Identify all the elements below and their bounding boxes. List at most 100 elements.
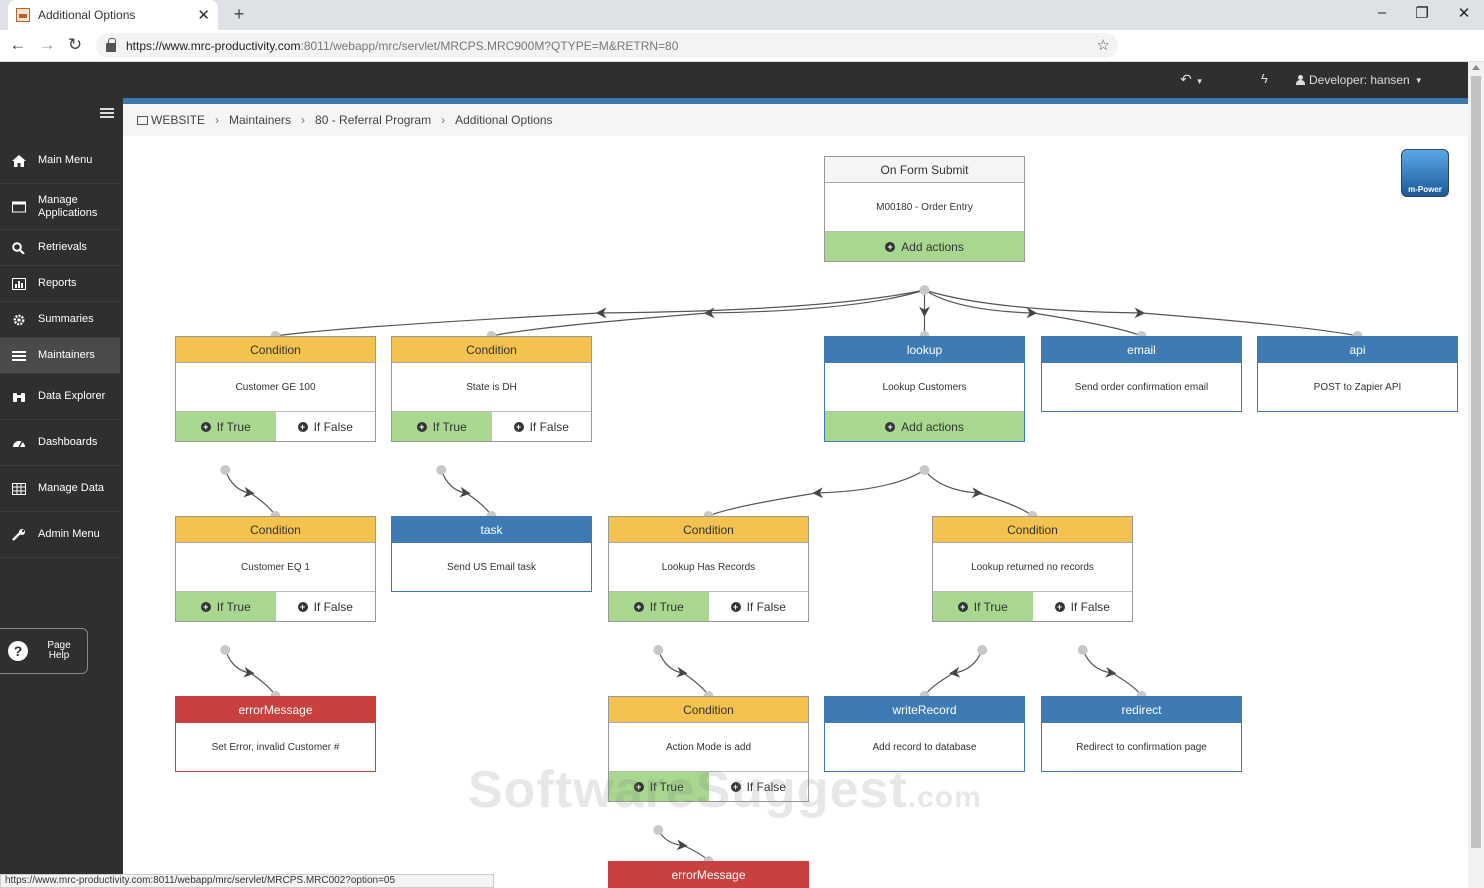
- output-port-dot[interactable]: [653, 825, 664, 835]
- node-err2[interactable]: errorMessage: [608, 861, 809, 888]
- sidebar-item-retrievals[interactable]: Retrievals: [0, 230, 120, 266]
- if-true-label: If True: [432, 419, 467, 434]
- if-true-button[interactable]: +If True: [176, 412, 276, 441]
- sidebar-item-label: Retrievals: [38, 241, 87, 253]
- list-icon: [12, 350, 26, 361]
- edge-tail-start-c2: [491, 312, 709, 337]
- output-port-dot[interactable]: [1077, 645, 1088, 655]
- if-true-label: If True: [973, 599, 1008, 614]
- plus-circle-icon: +: [200, 601, 211, 612]
- logo-text: m-Power: [1408, 185, 1442, 194]
- if-false-button[interactable]: +If False: [1032, 592, 1132, 621]
- if-false-button[interactable]: +If False: [708, 592, 808, 621]
- if-false-label: If False: [746, 779, 786, 794]
- if-false-button[interactable]: +If False: [275, 592, 375, 621]
- edge-tail-c4-c6: [683, 672, 710, 697]
- edge-tail-c1-c3: [250, 492, 277, 517]
- sidebar-item-dashboards[interactable]: Dashboards: [0, 420, 120, 466]
- bookmark-star-icon[interactable]: ☆: [1096, 37, 1110, 54]
- edge-c2-task: [440, 469, 471, 498]
- plus-circle-icon: +: [730, 781, 741, 792]
- if-true-button[interactable]: +If True: [609, 772, 709, 801]
- page-scrollbar[interactable]: [1468, 62, 1484, 888]
- folder-icon: [137, 115, 148, 125]
- hamburger-menu-icon[interactable]: [100, 108, 114, 120]
- breadcrumb-item[interactable]: 80 - Referral Program: [315, 113, 432, 127]
- sidebar-item-summaries[interactable]: Summaries: [0, 302, 120, 338]
- if-false-button[interactable]: +If False: [491, 412, 591, 441]
- node-description: M00180 - Order Entry: [876, 201, 973, 213]
- output-port-dot[interactable]: [220, 465, 231, 475]
- sidebar-item-label: Reports: [38, 277, 77, 289]
- new-tab-icon[interactable]: +: [233, 4, 245, 24]
- browser-tab[interactable]: Additional Options ✕: [8, 0, 218, 30]
- add-actions-button[interactable]: +Add actions: [825, 412, 1024, 441]
- node-description: Send US Email task: [447, 561, 536, 573]
- window-icon: [12, 201, 26, 212]
- node-description: Send order confirmation email: [1074, 381, 1209, 393]
- edge-lookup-c4: [812, 469, 925, 499]
- node-description: Customer GE 100: [235, 381, 316, 393]
- if-false-button[interactable]: + If False: [708, 772, 808, 801]
- back-icon[interactable]: ←: [9, 35, 27, 54]
- address-bar: ← → ↻ https://www.mrc-productivity.com:8…: [0, 30, 1484, 62]
- sidebar-item-manage-applications[interactable]: Manage Applications: [0, 184, 120, 230]
- add-actions-button[interactable]: +Add actions: [825, 232, 1024, 261]
- url-field[interactable]: https://www.mrc-productivity.com:8011/we…: [96, 33, 1118, 58]
- sidebar-item-maintainers[interactable]: Maintainers: [0, 338, 120, 374]
- output-port-dot[interactable]: [653, 645, 664, 655]
- sidebar-item-label: Manage Applications: [38, 193, 98, 219]
- output-port-dot[interactable]: [919, 465, 930, 475]
- output-port-dot[interactable]: [919, 285, 930, 295]
- sidebar-item-main-menu[interactable]: Main Menu: [0, 138, 120, 184]
- close-tab-icon[interactable]: ✕: [197, 7, 210, 24]
- output-port-dot[interactable]: [436, 465, 447, 475]
- breadcrumb-item[interactable]: Maintainers: [229, 113, 292, 127]
- if-true-button[interactable]: +If True: [392, 412, 492, 441]
- page-help-button[interactable]: ? Page Help: [0, 628, 88, 674]
- if-true-button[interactable]: +If True: [933, 592, 1033, 621]
- sidebar-item-admin-menu[interactable]: Admin Menu: [0, 512, 120, 558]
- node-branch-buttons: +If True+If False: [176, 591, 375, 621]
- output-port-dot[interactable]: [977, 645, 988, 655]
- lightning-icon[interactable]: ϟ: [1261, 71, 1268, 86]
- forward-icon[interactable]: →: [38, 35, 56, 54]
- restore-icon[interactable]: ❐: [1415, 5, 1429, 22]
- scrollbar-thumb[interactable]: [1471, 76, 1481, 848]
- undo-menu-button[interactable]: ↶ ▼: [1180, 71, 1204, 87]
- node-description: Lookup Customers: [882, 381, 967, 393]
- edge-c1-c3: [224, 469, 255, 498]
- binoculars-icon: [13, 392, 25, 402]
- sidebar-item-reports[interactable]: Reports: [0, 266, 120, 302]
- node-type-label: Condition: [392, 337, 591, 363]
- output-port-dot[interactable]: [220, 645, 231, 655]
- if-false-button[interactable]: +If False: [275, 412, 375, 441]
- reload-icon[interactable]: ↻: [67, 35, 83, 54]
- minimize-icon[interactable]: –: [1377, 4, 1387, 21]
- scroll-up-icon[interactable]: [1472, 65, 1480, 70]
- close-window-icon[interactable]: ✕: [1457, 5, 1471, 22]
- if-true-button[interactable]: +If True: [176, 592, 276, 621]
- chevron-right-icon: ›: [215, 113, 220, 127]
- sidebar-item-manage-data[interactable]: Manage Data: [0, 466, 120, 512]
- if-true-button[interactable]: +If True: [609, 592, 709, 621]
- breadcrumb-item[interactable]: WEBSITE: [151, 113, 206, 127]
- sidebar-item-data-explorer[interactable]: Data Explorer: [0, 374, 120, 420]
- user-menu[interactable]: Developer: hansen ▼: [1296, 73, 1423, 87]
- edge-c3-err1: [224, 649, 255, 678]
